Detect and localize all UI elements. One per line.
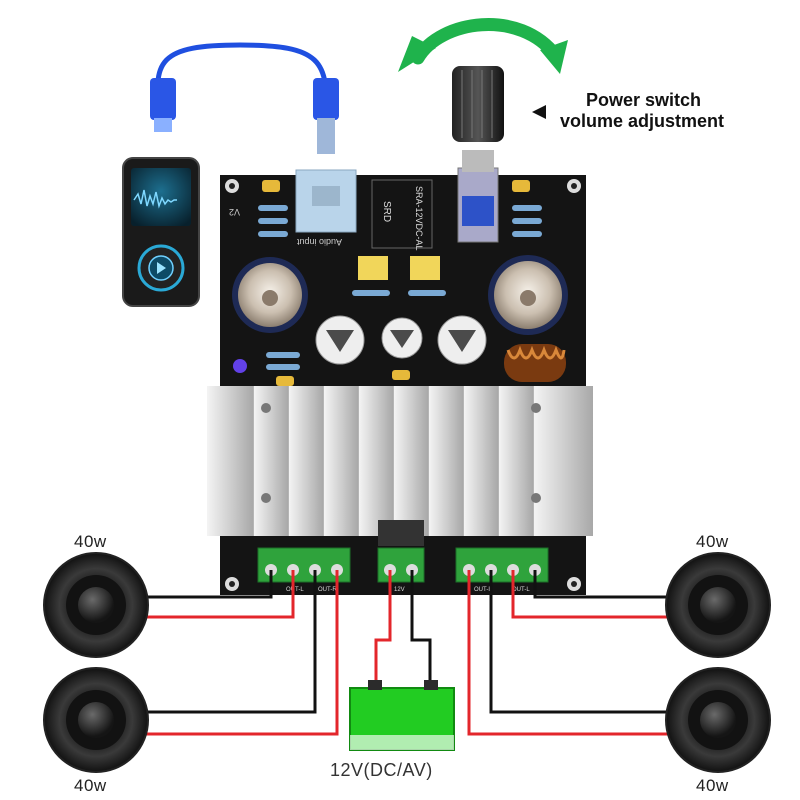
play-icon bbox=[157, 262, 166, 274]
output-terminals-right bbox=[455, 547, 549, 583]
terminal-label-out-l-2: OUT-L bbox=[512, 587, 530, 593]
usb-audio-cable bbox=[150, 42, 339, 154]
terminal-label-12v: 12V bbox=[394, 587, 405, 593]
mounting-holes bbox=[225, 179, 581, 591]
curved-arrow-icon bbox=[398, 18, 568, 74]
svg-text:SRD: SRD bbox=[381, 201, 392, 222]
speaker-icon bbox=[665, 667, 771, 773]
power-volume-annotation: Power switch volume adjustment bbox=[560, 90, 724, 132]
board-version: V2 bbox=[229, 207, 240, 217]
speaker-power-top-left: 40w bbox=[74, 532, 107, 551]
power-led bbox=[233, 359, 247, 373]
vacuum-tube-right bbox=[488, 255, 568, 335]
vacuum-tube-left bbox=[232, 257, 308, 333]
speaker-icon bbox=[665, 552, 771, 658]
power-terminal bbox=[377, 547, 425, 583]
pointer-triangle-icon bbox=[532, 105, 546, 119]
volume-knob bbox=[452, 66, 504, 243]
power-switch-label: Power switch bbox=[586, 90, 702, 110]
power-supply-label: 12V(DC/AV) bbox=[330, 760, 433, 780]
terminal-label-out-r-2: OUT-R bbox=[474, 587, 493, 593]
resistors bbox=[258, 205, 542, 370]
speaker-power-bottom-left: 40w bbox=[74, 776, 107, 795]
power-supply-battery bbox=[349, 680, 455, 751]
svg-text:SRA-12VDC-AL: SRA-12VDC-AL bbox=[414, 186, 424, 251]
inductor-coil bbox=[504, 344, 566, 382]
heatsink bbox=[207, 386, 593, 546]
terminal-label-out-l: OUT-L bbox=[286, 587, 304, 593]
speaker-wires bbox=[140, 570, 668, 736]
speaker-power-bottom-right: 40w bbox=[696, 776, 729, 795]
input-label: Audio input bbox=[296, 237, 342, 247]
speaker-icon bbox=[43, 552, 149, 658]
speaker-power-top-right: 40w bbox=[696, 532, 729, 551]
volume-adjustment-label: volume adjustment bbox=[560, 111, 725, 131]
filter-capacitors bbox=[315, 315, 487, 365]
music-player-icon bbox=[122, 157, 200, 307]
terminal-label-out-r: OUT-R bbox=[318, 587, 337, 593]
relay: SRD SRA-12VDC-AL bbox=[371, 179, 433, 251]
speaker-icon bbox=[43, 667, 149, 773]
